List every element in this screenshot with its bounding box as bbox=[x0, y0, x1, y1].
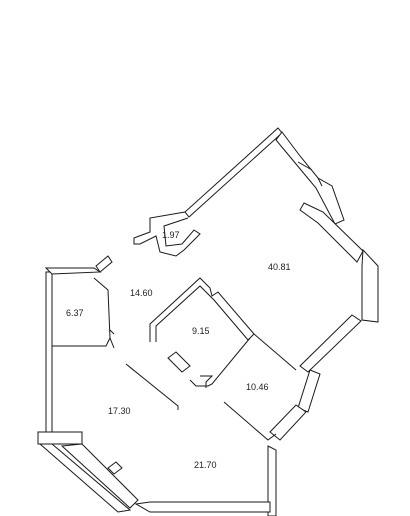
wall-southeast bbox=[267, 445, 277, 516]
room-area-1-97: 1.97 bbox=[162, 230, 180, 240]
walls bbox=[37, 127, 379, 516]
wall-room-637 bbox=[93, 277, 111, 339]
wall-room-1046-bottom bbox=[223, 401, 277, 441]
wall-room-637-bottom bbox=[52, 336, 115, 349]
wall-west-top bbox=[44, 267, 102, 275]
bay-window-line bbox=[317, 177, 323, 187]
room-labels: 1.97 40.81 14.60 6.37 9.15 10.46 17.30 2… bbox=[66, 230, 291, 470]
southwest-window-inner bbox=[60, 443, 139, 509]
bay-window-line bbox=[297, 161, 313, 171]
wall-room-1730 bbox=[125, 363, 179, 410]
wall-west bbox=[45, 271, 53, 433]
wall-room-915-lower bbox=[189, 337, 251, 387]
wall-bath-small bbox=[133, 211, 201, 257]
wall-east-upper bbox=[299, 202, 364, 263]
room-area-17-30: 17.30 bbox=[108, 406, 131, 416]
wall-room-1046 bbox=[253, 333, 297, 371]
room-area-10-46: 10.46 bbox=[246, 382, 269, 392]
room-area-21-70: 21.70 bbox=[194, 460, 217, 470]
wall-stub-north bbox=[95, 255, 113, 273]
stair-mark bbox=[200, 375, 214, 388]
bay-window-upper bbox=[275, 131, 345, 225]
room-area-9-15: 9.15 bbox=[192, 326, 210, 336]
wall-south bbox=[134, 501, 271, 513]
wall-west-bottom bbox=[37, 431, 83, 445]
east-window bbox=[361, 248, 379, 323]
wall-north-diagonal bbox=[184, 127, 283, 218]
southeast-window bbox=[269, 404, 307, 441]
room-area-14-60: 14.60 bbox=[130, 288, 153, 298]
room-area-40-81: 40.81 bbox=[268, 262, 291, 272]
appliance-box bbox=[167, 351, 191, 373]
wall-east-diagonal bbox=[299, 314, 362, 373]
wall-room-1730-stub bbox=[107, 461, 123, 475]
southwest-window bbox=[38, 443, 132, 513]
wall-room-637-door bbox=[109, 329, 115, 335]
room-area-6-37: 6.37 bbox=[66, 308, 84, 318]
wall-east-lower bbox=[297, 369, 321, 413]
